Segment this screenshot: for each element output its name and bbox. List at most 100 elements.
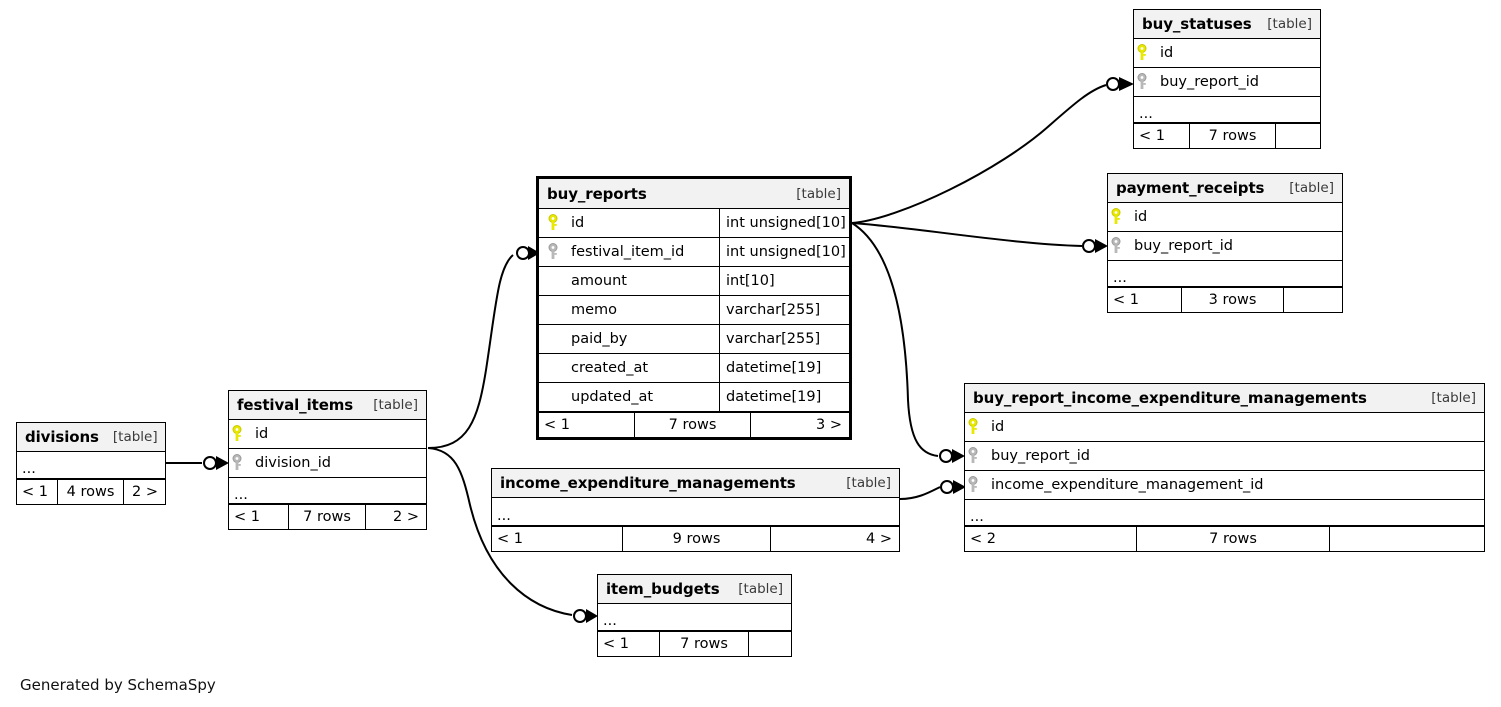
- column-row-buy-report-id[interactable]: buy_report_id: [1108, 232, 1342, 261]
- crowfoot-arrow: [1119, 77, 1134, 91]
- column-row-memo[interactable]: memo varchar[255]: [539, 296, 849, 325]
- table-footer: < 1 7 rows 2 >: [229, 504, 426, 529]
- column-type: int unsigned[10]: [726, 215, 846, 231]
- table-footer: < 1 3 rows: [1108, 287, 1342, 312]
- table-header: income_expenditure_managements [table]: [492, 469, 899, 498]
- primary-key-icon: [545, 214, 571, 232]
- column-name: id: [1160, 45, 1174, 61]
- column-type: int[10]: [726, 273, 775, 289]
- footer-parent-count[interactable]: < 1: [492, 527, 623, 551]
- column-name: id: [571, 215, 585, 231]
- column-name: amount: [571, 273, 627, 289]
- footer-parent-count[interactable]: < 1: [1108, 288, 1182, 312]
- table-title: buy_statuses: [1142, 15, 1252, 33]
- table-divisions[interactable]: divisions [table] ... < 1 4 rows 2 >: [16, 422, 166, 505]
- edge-endpoint-circle: [203, 456, 217, 470]
- edge-iem-brieem: [899, 486, 941, 500]
- edge-endpoint-circle: [516, 246, 530, 260]
- table-header: buy_statuses [table]: [1134, 10, 1320, 39]
- column-row-buy-report-id[interactable]: buy_report_id: [965, 442, 1484, 471]
- table-tag: [table]: [112, 429, 158, 445]
- table-tag: [table]: [373, 397, 418, 413]
- footer-parent-count[interactable]: < 1: [229, 505, 289, 529]
- more-columns-indicator: ...: [492, 498, 899, 526]
- column-row-id[interactable]: id: [1134, 39, 1320, 68]
- column-row-created-at[interactable]: created_at datetime[19]: [539, 354, 849, 383]
- ellipsis-text: ...: [970, 508, 984, 525]
- table-header: payment_receipts [table]: [1108, 174, 1342, 203]
- column-name: id: [1134, 209, 1148, 225]
- column-type: int unsigned[10]: [726, 244, 846, 260]
- column-name: buy_report_id: [991, 448, 1090, 464]
- table-festival-items[interactable]: festival_items [table] id division_id ..…: [228, 390, 427, 530]
- table-footer: < 1 9 rows 4 >: [492, 526, 899, 551]
- edge-endpoint-circle: [1106, 77, 1120, 91]
- column-row-updated-at[interactable]: updated_at datetime[19]: [539, 383, 849, 412]
- table-footer: < 2 7 rows: [965, 526, 1484, 551]
- column-type: datetime[19]: [726, 389, 822, 405]
- foreign-key-icon: [1108, 237, 1134, 255]
- edge-endpoint-circle: [1082, 239, 1096, 253]
- column-row-buy-report-id[interactable]: buy_report_id: [1134, 68, 1320, 97]
- column-name: buy_report_id: [1160, 74, 1259, 90]
- edge-buy-reports-buy-statuses: [851, 84, 1107, 224]
- ellipsis-text: ...: [603, 613, 617, 629]
- column-row-paid-by[interactable]: paid_by varchar[255]: [539, 325, 849, 354]
- footer-row-count: 7 rows: [660, 632, 749, 656]
- table-title: festival_items: [237, 396, 354, 414]
- column-row-division-id[interactable]: division_id: [229, 449, 426, 478]
- footer-child-count[interactable]: [1276, 124, 1320, 148]
- footer-child-count[interactable]: [749, 632, 791, 656]
- column-row-festival-item-id[interactable]: festival_item_id int unsigned[10]: [539, 238, 849, 267]
- footer-row-count: 7 rows: [635, 413, 751, 437]
- column-row-amount[interactable]: amount int[10]: [539, 267, 849, 296]
- column-name: festival_item_id: [571, 244, 685, 260]
- table-buy-reports[interactable]: buy_reports [table] id int unsigned[10] …: [536, 176, 852, 440]
- column-row-id[interactable]: id: [229, 420, 426, 449]
- table-buy-statuses[interactable]: buy_statuses [table] id buy_report_id ..…: [1133, 9, 1321, 149]
- edge-buy-reports-brieem: [851, 222, 939, 457]
- footer-child-count[interactable]: 4 >: [866, 531, 892, 547]
- table-header: festival_items [table]: [229, 391, 426, 420]
- footer-child-count[interactable]: [1284, 288, 1342, 312]
- footer-child-count[interactable]: 2 >: [393, 509, 419, 525]
- footer-parent-count[interactable]: < 2: [965, 527, 1137, 551]
- table-buy-report-income-expenditure-managements[interactable]: buy_report_income_expenditure_management…: [964, 383, 1485, 552]
- foreign-key-icon: [965, 447, 991, 465]
- column-row-income-expenditure-management-id[interactable]: income_expenditure_management_id: [965, 471, 1484, 500]
- column-row-id[interactable]: id int unsigned[10]: [539, 209, 849, 238]
- footer-child-count[interactable]: 2 >: [132, 484, 158, 500]
- ellipsis-text: ...: [1113, 269, 1127, 286]
- footer-row-count: 3 rows: [1182, 288, 1284, 312]
- column-row-id[interactable]: id: [1108, 203, 1342, 232]
- footer-parent-count[interactable]: < 1: [17, 480, 58, 504]
- footer-parent-count[interactable]: < 1: [598, 632, 660, 656]
- table-tag: [table]: [1431, 390, 1476, 406]
- column-type: varchar[255]: [726, 331, 821, 347]
- table-title: income_expenditure_managements: [500, 474, 796, 492]
- more-columns-indicator: ...: [965, 500, 1484, 526]
- footer-parent-count[interactable]: < 1: [539, 413, 635, 437]
- table-title: divisions: [25, 428, 99, 446]
- table-header: buy_reports [table]: [539, 179, 849, 209]
- table-income-expenditure-managements[interactable]: income_expenditure_managements [table] .…: [491, 468, 900, 552]
- footer-parent-count[interactable]: < 1: [1134, 124, 1190, 148]
- column-name: income_expenditure_management_id: [991, 477, 1264, 493]
- table-tag: [table]: [846, 475, 891, 491]
- column-row-id[interactable]: id: [965, 413, 1484, 442]
- table-item-budgets[interactable]: item_budgets [table] ... < 1 7 rows: [597, 574, 792, 657]
- footer-child-count[interactable]: 3 >: [816, 417, 842, 433]
- footer-row-count: 7 rows: [1137, 527, 1330, 551]
- more-columns-indicator: ...: [17, 452, 165, 479]
- column-name: created_at: [571, 360, 649, 376]
- more-columns-indicator: ...: [1134, 97, 1320, 123]
- table-header: buy_report_income_expenditure_management…: [965, 384, 1484, 413]
- footer-child-count[interactable]: [1330, 527, 1484, 551]
- table-payment-receipts[interactable]: payment_receipts [table] id buy_report_i…: [1107, 173, 1343, 313]
- table-footer: < 1 4 rows 2 >: [17, 479, 165, 504]
- table-tag: [table]: [1267, 16, 1312, 32]
- foreign-key-icon: [545, 243, 571, 261]
- column-name: memo: [571, 302, 618, 318]
- table-header: divisions [table]: [17, 423, 165, 452]
- ellipsis-text: ...: [497, 507, 511, 524]
